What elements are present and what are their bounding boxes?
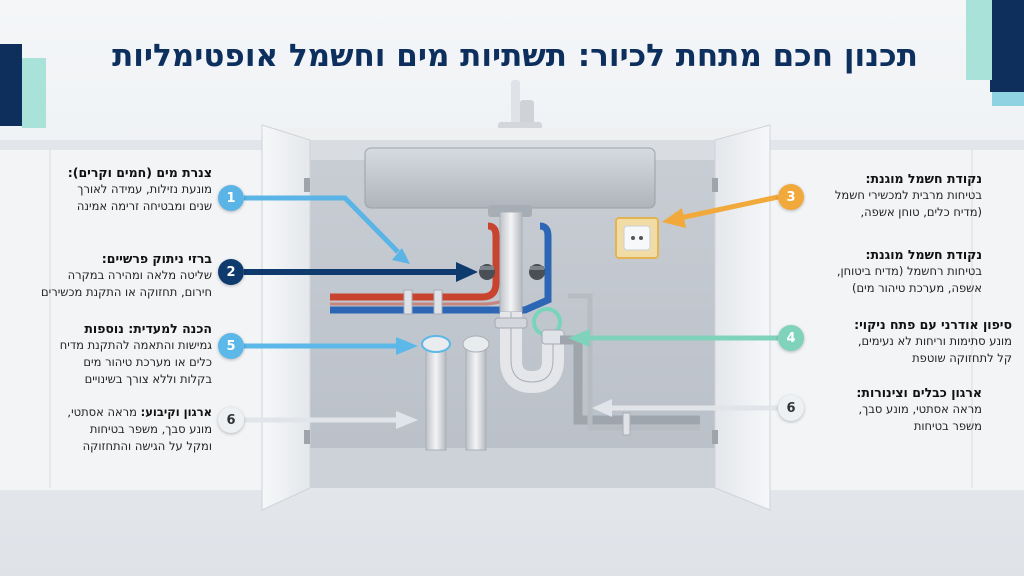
callout-body-line: ארגון וקיבוע: מראה אסתטי, (52, 404, 212, 421)
badge-2: 2 (218, 259, 244, 285)
power-outlet-icon (615, 217, 659, 259)
callout-body-line: גמישות והתאמה להתקנת מדיח (59, 338, 212, 352)
corner-decoration-top-right-light (992, 92, 1024, 106)
arrow-4 (568, 329, 778, 347)
badge-4: 4 (778, 325, 804, 351)
right-counter-top (770, 140, 1024, 150)
corner-decoration-top-right (990, 0, 1024, 92)
shutoff-valve-icon (479, 264, 545, 280)
callout-cable-organization: ארגון כבלים וצינורות: מראה אסתטי, מונע ס… (812, 384, 982, 435)
faucet-icon (498, 80, 542, 132)
arrow-6-right (592, 399, 778, 417)
callout-body-line: בטיחות מרבית למכשירי חשמל (834, 188, 982, 202)
callout-body-line: חירום, תחזוקה או התקנת מכשירים (41, 285, 212, 299)
callout-body-line: שנים ומבטיחה זרימה אמינה (76, 199, 212, 213)
conduit-clip (622, 412, 631, 436)
callout-power-point-2: נקודת חשמל מוגנת: בטיחות רחשמל (מדיח ביט… (812, 246, 982, 297)
cable-conduit (568, 293, 700, 431)
callout-heading: ארגון וקיבוע: (140, 405, 212, 419)
badge-6-right: 6 (778, 395, 804, 421)
callout-heading: ברזי ניתוק פרשיים: (101, 251, 212, 266)
callout-body-line: (מדיח כלים, טוחן אשפה, (860, 205, 982, 219)
callout-shutoff-valves: ברזי ניתוק פרשיים: שליטה מלאה ומהירה במק… (28, 250, 212, 301)
callout-organization-left: ארגון וקיבוע: מראה אסתטי, מונע סבך, משפר… (52, 404, 212, 455)
badge-3: 3 (778, 184, 804, 210)
callout-appliance-prep: הכנה למעדית: נוספות גמישות והתאמה להתקנת… (52, 320, 212, 388)
corner-decoration-top-left (0, 44, 22, 126)
callout-heading: צנרת מים (חמים וקרים): (67, 165, 212, 180)
arrow-6-left (244, 411, 418, 429)
left-cabinet-door[interactable] (261, 124, 311, 511)
callout-body-line: כלים או מערכת טיהור מים (83, 355, 212, 369)
callout-body-line: מונע סבך, משפר בטיחות (89, 422, 212, 436)
callout-body-line: בקלות וללא צורך בשינויים (84, 372, 212, 386)
callout-body-line: בטיחות רחשמל (מדיח ביטוחן, (836, 264, 982, 278)
countertop (262, 128, 770, 142)
appliance-connection-stubs (421, 335, 490, 451)
badge-5: 5 (218, 333, 244, 359)
callout-body-line: משפר בטיחות (913, 419, 982, 433)
callout-body-line: אשפה, מערכת טיהור מים) (852, 281, 982, 295)
corner-decoration-top-left-accent (22, 58, 46, 128)
left-counter-top (0, 140, 262, 150)
arrow-2 (244, 262, 478, 282)
callout-body-line: מראה אסתטי, מונע סבך, (858, 402, 982, 416)
callout-heading: נקודת חשמל מוגנת: (865, 171, 982, 186)
callout-body-line: מונע סתימות וריחות לא נעימים, (857, 334, 1012, 348)
callout-body-line: ומקל על הגישה והתחזוקה (82, 439, 212, 453)
badge-1: 1 (218, 185, 244, 211)
callout-heading: ארגון כבלים וצינורות: (856, 385, 982, 400)
callout-heading: הכנה למעדית: נוספות (84, 321, 212, 336)
callout-body-line: שליטה מלאה ומהירה במקרה (67, 268, 212, 282)
arrow-3 (662, 194, 779, 228)
callout-water-pipes: צנרת מים (חמים וקרים): מונעת נזילות, עמי… (52, 164, 212, 215)
page-title: תכנון חכם מתחת לכיור: תשתיות מים וחשמל א… (112, 38, 918, 74)
callout-body-line: קל לתחזוקה שוטפת (912, 351, 1012, 365)
right-counter (770, 140, 1024, 490)
cabinet-floor (310, 448, 715, 488)
arrow-1 (244, 195, 410, 264)
right-cabinet-door[interactable] (712, 124, 771, 511)
callout-body-line: מונעת נזילות, עמידה לאורך (77, 182, 212, 196)
callout-body-first: מראה אסתטי, (67, 405, 137, 419)
callout-heading: נקודת חשמל מוגנת: (865, 247, 982, 262)
siphon-trap-icon (494, 211, 565, 394)
badge-6-left: 6 (218, 407, 244, 433)
callout-heading: סיפון אודרני עם פתח ניקוי: (854, 317, 1012, 332)
drain-pipe (560, 335, 700, 425)
arrow-5 (244, 337, 418, 355)
sink-basin (364, 147, 656, 217)
callout-power-point-1: נקודת חשמל מוגנת: בטיחות מרבית למכשירי ח… (812, 170, 982, 221)
corner-decoration-top-right-accent (966, 0, 992, 80)
water-supply-pipes (330, 222, 552, 315)
callout-siphon: סיפון אודרני עם פתח ניקוי: מונע סתימות ו… (812, 316, 1012, 367)
